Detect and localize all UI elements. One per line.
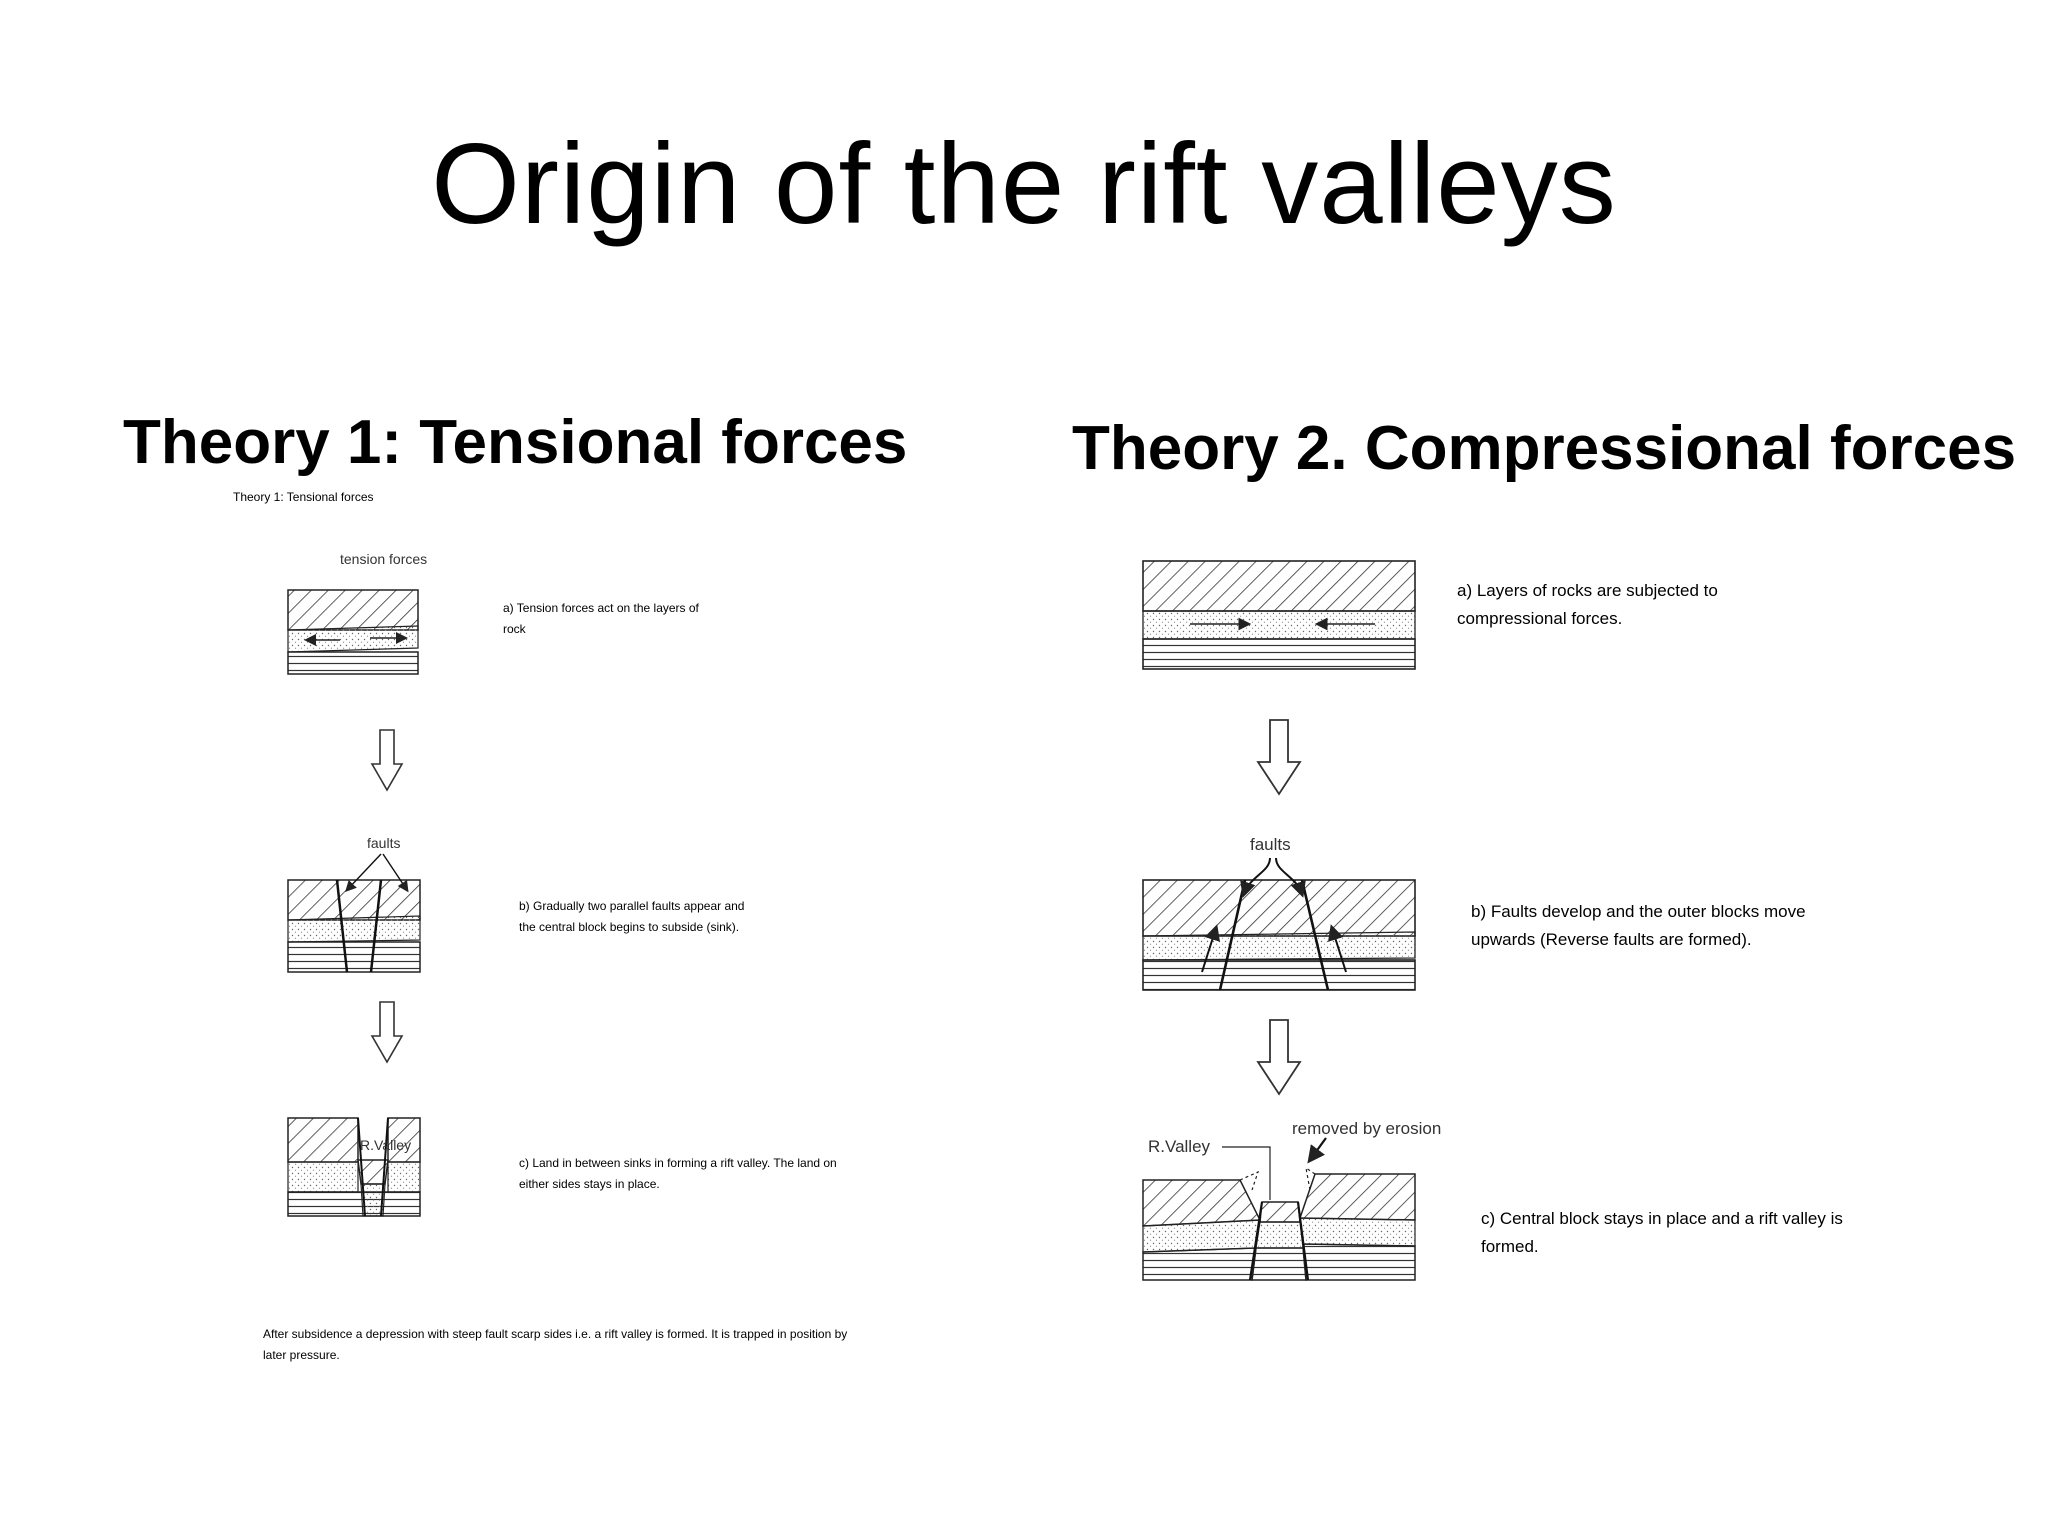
down-arrow-icon [370,1001,404,1064]
theory1-diagram-c: R.Valley [287,1117,421,1217]
theory2-heading: Theory 2. Compressional forces [1072,414,2017,483]
valley-label: R.Valley [1148,1137,1211,1156]
theory2-caption-b: b) Faults develop and the outer blocks m… [1471,902,1806,949]
theory1-caption-c: c) Land in between sinks in forming a ri… [519,1156,837,1191]
erosion-label: removed by erosion [1292,1119,1441,1138]
theory1-heading: Theory 1: Tensional forces [123,408,908,477]
theory1-footnote: After subsidence a depression with steep… [263,1327,848,1362]
theory1-diagram-b: faults [287,835,421,973]
theory1-caption-b: b) Gradually two parallel faults appear … [519,899,745,934]
theory2-diagram-c: removed by erosion R.Valley [1142,1119,1441,1281]
faults-label: faults [367,835,400,851]
theory2-caption-a: a) Layers of rocks are subjected to comp… [1457,581,1718,628]
faults-label: faults [1250,835,1291,854]
down-arrow-icon [370,729,404,792]
theory1-small-heading: Theory 1: Tensional forces [233,490,374,504]
slide-title: Origin of the rift valleys [431,121,1617,248]
theory2-diagram-a [1142,560,1416,670]
theory2-caption-c: c) Central block stays in place and a ri… [1481,1209,1843,1256]
tension-label: tension forces [340,551,427,567]
theory2-diagram-b: faults [1142,835,1416,991]
valley-label: R.Valley [360,1137,411,1153]
theory1-caption-a: a) Tension forces act on the layers of r… [503,601,699,636]
down-arrow-icon [1256,719,1302,796]
down-arrow-icon [1256,1019,1302,1096]
theory1-diagram-a: tension forces [287,551,427,675]
